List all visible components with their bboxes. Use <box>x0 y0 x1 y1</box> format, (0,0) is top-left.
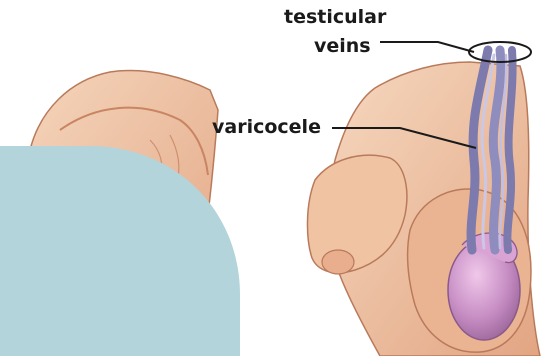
testicular-veins-leader-line <box>380 42 474 52</box>
testicular-veins-label-line1: testicular <box>284 6 386 29</box>
penis-tip <box>322 250 354 274</box>
varicocele-label: varicocele <box>212 116 321 139</box>
testicular-veins-label-line2: veins <box>314 35 371 58</box>
right-anatomy-figure <box>307 42 540 356</box>
